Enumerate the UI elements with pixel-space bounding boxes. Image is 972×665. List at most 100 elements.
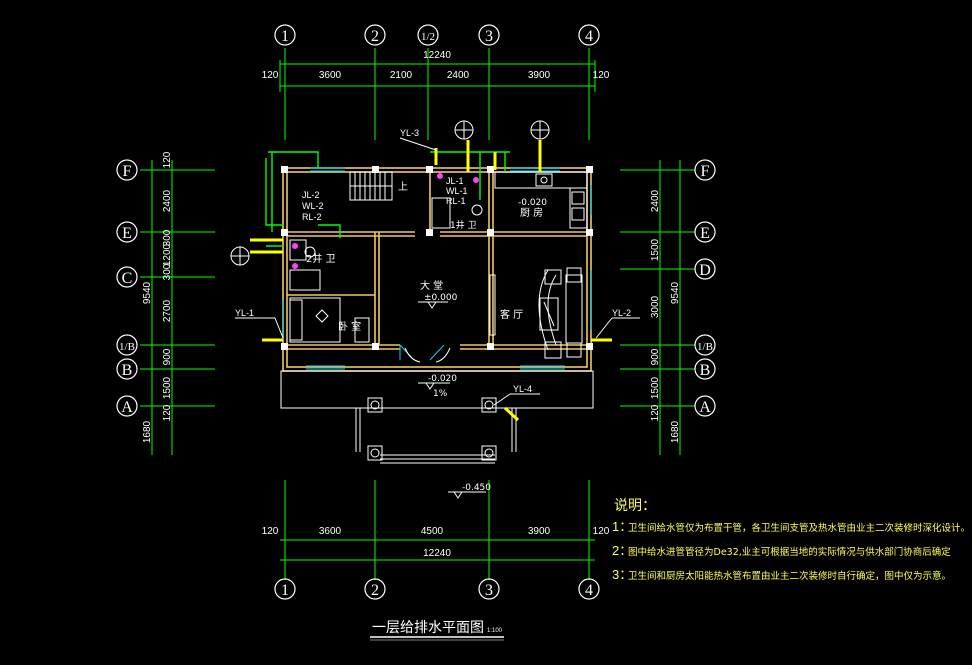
tag-wl1: WL-1 — [446, 186, 468, 196]
axis-right-D: D — [699, 262, 711, 279]
pipe-labels: YL-3 JL-2 WL-2 RL-2 JL-1 WL-1 RL-1 YL-1 … — [235, 128, 640, 406]
right-axis-bubbles: F E D 1/B B A — [694, 159, 716, 417]
bottom-dim-1: 3600 — [319, 526, 342, 537]
axis-left-F: F — [123, 163, 132, 180]
left-dim-2: 1200 — [162, 243, 173, 266]
right-outer-dim-2: 1680 — [670, 420, 681, 443]
kitchen-level: -0.020 — [518, 198, 547, 208]
right-dim-5: 120 — [650, 404, 661, 421]
plan-title-block: 一层给排水平面图 1:100 — [370, 620, 504, 641]
axis-bottom-3: 3 — [485, 582, 493, 599]
porch — [355, 344, 517, 464]
bottom-dim-4: 120 — [593, 526, 610, 537]
living-room-label: 大 堂 — [420, 279, 443, 292]
top-axis-bubbles: 1 2 1/2 3 4 — [274, 24, 600, 46]
right-dim-0: 2400 — [650, 189, 661, 212]
axis-bottom-1: 1 — [281, 582, 289, 599]
left-dim-1: 2400 — [162, 189, 173, 212]
windows — [282, 167, 592, 370]
plan-scale: 1:100 — [487, 628, 503, 634]
top-dim-4: 3900 — [528, 70, 551, 81]
bedroom-label: 卧 室 — [338, 320, 361, 333]
top-dim-5: 120 — [593, 70, 610, 81]
walls — [280, 167, 594, 409]
bottom-total-dim: 12240 — [423, 548, 451, 559]
top-dim-2: 2100 — [390, 70, 413, 81]
bottom-dim-0: 120 — [262, 526, 279, 537]
left-dim-0: 120 — [162, 151, 173, 168]
left-dim-6: 1500 — [162, 376, 173, 399]
axis-left-B: B — [122, 362, 133, 379]
axis-right-E: E — [700, 225, 710, 242]
left-dim-extra: 300 — [162, 263, 173, 280]
living-level: ±0.000 — [424, 293, 458, 303]
right-dim-2: 3000 — [650, 295, 661, 318]
right-dim-1: 1500 — [650, 238, 661, 261]
kitchen-label: 厨 房 — [520, 206, 543, 219]
tag-yl1: YL-1 — [235, 308, 254, 318]
bottom-axis-bubbles: 1 2 3 4 — [274, 578, 600, 600]
axis-right-B: B — [700, 362, 711, 379]
tag-jl2: JL-2 — [302, 190, 320, 200]
bath2-label: 1井 卫 — [450, 219, 477, 231]
design-notes: 说明： 1： 卫生间给水管仅为布置干管，各卫生间支管及热水管由业主二次装修时深化… — [612, 498, 970, 582]
left-outer-dim: 9540 — [142, 281, 153, 304]
room-labels: 大 堂 ±0.000 客 厅 卧 室 厨 房 -0.020 2井 卫 1井 卫 … — [306, 198, 547, 499]
axis-left-E: E — [122, 225, 132, 242]
axis-left-1B: 1/B — [119, 341, 135, 353]
left-dim-3: 300 — [162, 229, 173, 246]
right-dim-4: 1500 — [650, 376, 661, 399]
ground-level: -0.450 — [462, 483, 491, 493]
plan-title: 一层给排水平面图 — [372, 620, 484, 636]
axis-top-1: 1 — [281, 28, 289, 45]
note-1-num: 1： — [612, 519, 632, 534]
axis-left-C: C — [122, 270, 133, 287]
porch-level: -0.020 — [428, 374, 457, 384]
note-2-text: 图中给水进管管径为De32,业主可根据当地的实际情况与供水部门协商后确定 — [628, 546, 951, 558]
left-dim-4: 2700 — [162, 299, 173, 322]
water-pipes — [230, 120, 612, 422]
axis-top-4: 4 — [585, 28, 593, 45]
tag-rl2: RL-2 — [302, 212, 322, 222]
tag-yl4: YL-4 — [513, 384, 532, 394]
tag-rl1: RL-1 — [446, 196, 466, 206]
right-dim-3: 900 — [650, 348, 661, 365]
porch-slope: 1% — [433, 389, 448, 399]
top-dim-0: 120 — [262, 70, 279, 81]
axis-right-A: A — [699, 399, 711, 416]
tag-yl2: YL-2 — [612, 308, 631, 318]
note-3-text: 卫生间和厨房太阳能热水管布置由业主二次装修时自行确定，图中仅为示意。 — [628, 570, 951, 582]
notes-title: 说明： — [614, 498, 656, 514]
axis-right-F: F — [701, 163, 710, 180]
top-total-dim: 12240 — [423, 50, 451, 61]
structural-columns — [281, 166, 593, 350]
axis-bottom-4: 4 — [585, 582, 593, 599]
right-dimension-chain: 9540 1680 2400 1500 3000 900 1500 120 — [620, 160, 695, 455]
axis-top-half: 1/2 — [421, 31, 435, 43]
bottom-dim-2: 4500 — [421, 526, 444, 537]
left-dim-7: 120 — [162, 404, 173, 421]
note-3-num: 3： — [612, 567, 632, 582]
tag-jl1: JL-1 — [446, 176, 464, 186]
tag-wl2: WL-2 — [302, 201, 324, 211]
note-2-num: 2： — [612, 543, 632, 558]
note-1-text: 卫生间给水管仅为布置干管，各卫生间支管及热水管由业主二次装修时深化设计。 — [628, 522, 970, 534]
bottom-dimension-chain: 120 3600 4500 3900 120 12240 — [262, 480, 610, 580]
top-dim-3: 2400 — [447, 70, 470, 81]
tag-yl3: YL-3 — [400, 128, 419, 138]
right-outer-dim: 9540 — [670, 281, 681, 304]
top-dim-1: 3600 — [319, 70, 342, 81]
left-outer-dim-2: 1680 — [142, 420, 153, 443]
left-axis-bubbles: F E C 1/B B A — [116, 159, 138, 417]
stair-label: 上 — [398, 181, 408, 193]
top-dimension-chain: 12240 120 3600 2100 2400 3900 120 — [262, 48, 610, 140]
left-dim-5: 900 — [162, 348, 173, 365]
bottom-dim-3: 3900 — [528, 526, 551, 537]
axis-right-1B: 1/B — [697, 341, 713, 353]
staircase: 上 — [349, 171, 408, 201]
lounge-label: 客 厅 — [500, 308, 523, 321]
bath-label: 2井 卫 — [306, 252, 336, 265]
axis-top-2: 2 — [371, 28, 379, 45]
axis-top-3: 3 — [485, 28, 493, 45]
